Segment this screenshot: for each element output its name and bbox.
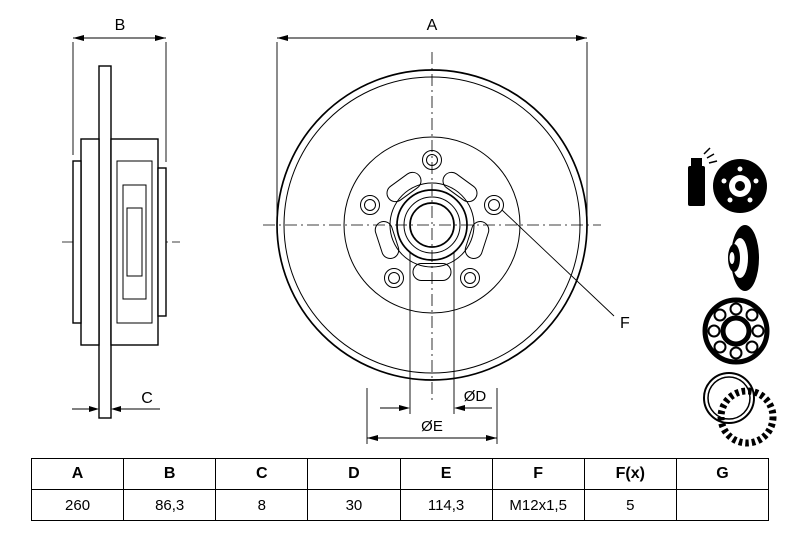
table-value-cell-f: M12x1,5 (491, 489, 585, 521)
table-header-cell-b: B (123, 458, 217, 490)
dimension-d: ØD (380, 252, 492, 414)
table-header-cell-c: C (215, 458, 309, 490)
bolt-hole (460, 268, 480, 288)
slot (374, 221, 400, 259)
disc-chamfer-edge (283, 76, 581, 374)
dimension-c: C (72, 390, 160, 412)
slot (442, 171, 478, 203)
hub-step-section (157, 167, 167, 317)
hub-ring-3 (403, 196, 461, 254)
bolt-hole (360, 195, 380, 215)
table-header-cell-a: A (30, 458, 125, 490)
hub-housing-section (110, 138, 159, 346)
table-value-cell-d: 30 (307, 489, 401, 521)
drawing-canvas: B C (62, 17, 777, 447)
center-bore (409, 202, 455, 248)
dim-c-label: C (141, 390, 153, 407)
table-value-cell-a: 260 (30, 489, 125, 521)
abs-sensor-ring-icon (703, 372, 777, 447)
leader-f: F (501, 209, 630, 332)
flange-section (72, 160, 82, 324)
table-header-cell-d: D (307, 458, 401, 490)
table-header-cell-fx: F(x) (583, 458, 677, 490)
slot (464, 221, 490, 259)
slot (412, 263, 452, 281)
bearing-bore (126, 207, 143, 277)
bolt-hole (422, 150, 442, 170)
pictogram-column (688, 147, 777, 447)
hat-section (80, 138, 100, 346)
front-view-drawing (263, 52, 601, 400)
bolt-holes (360, 150, 504, 288)
dimension-b: B (72, 17, 167, 162)
table-value-cell-fx: 5 (583, 489, 677, 521)
table-value-cell-g (675, 489, 770, 521)
table-header-row: A B C D E F F(x) G (30, 458, 770, 490)
dim-a-label: A (427, 17, 438, 34)
dimension-spec-table: A B C D E F F(x) G 260 86,3 8 30 114,3 M… (30, 458, 770, 521)
table-value-row: 260 86,3 8 30 114,3 M12x1,5 5 (30, 489, 770, 521)
bearing-outer-race (116, 160, 153, 324)
hub-ring-1 (389, 182, 475, 268)
bearing-inner-race (122, 184, 147, 300)
mounting-paste-and-disc-icon (688, 147, 767, 213)
table-header-cell-f: F (491, 458, 585, 490)
table-value-cell-b: 86,3 (123, 489, 217, 521)
disc-side-view-icon (728, 225, 759, 291)
wheel-bearing-icon (702, 297, 770, 365)
disc-outer-edge (276, 69, 588, 381)
dim-b-label: B (115, 17, 126, 34)
dim-f-label: F (620, 315, 630, 332)
dimension-a: A (276, 17, 588, 220)
table-value-cell-e: 114,3 (399, 489, 493, 521)
side-view-drawing (62, 65, 180, 419)
dim-d-label: ØD (464, 388, 487, 405)
hat-edge (343, 136, 521, 314)
lightening-slots (374, 171, 490, 281)
table-value-cell-c: 8 (215, 489, 309, 521)
hub-ring-2 (396, 189, 468, 261)
slot (386, 171, 422, 203)
dim-e-label: ØE (421, 418, 443, 435)
bolt-hole (484, 195, 504, 215)
table-header-cell-g: G (675, 458, 770, 490)
disc-plate-section (98, 65, 112, 419)
dimension-e: ØE (366, 388, 498, 444)
table-header-cell-e: E (399, 458, 493, 490)
bolt-hole (384, 268, 404, 288)
